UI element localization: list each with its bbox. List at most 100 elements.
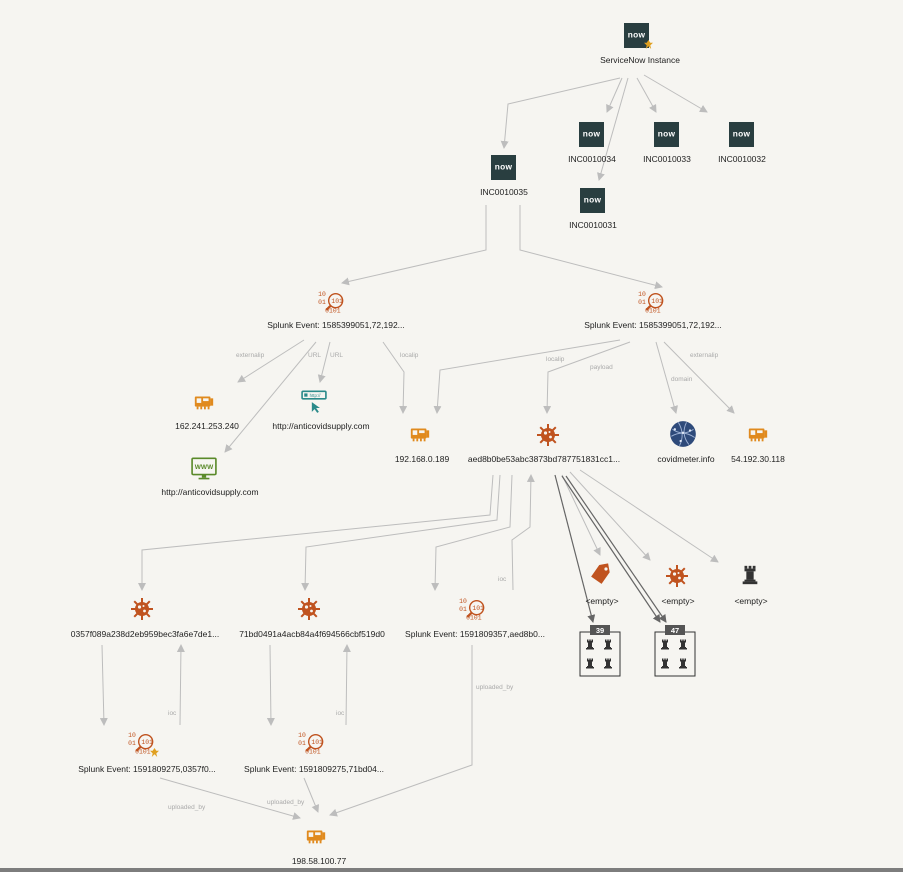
url-icon <box>301 390 327 414</box>
edge-label: externalip <box>236 352 265 359</box>
node-label: Splunk Event: 1591809357,aed8b0... <box>405 629 545 639</box>
node-group-47[interactable]: 47 <box>654 625 696 677</box>
edge-label: URL <box>308 352 321 359</box>
node-label: Splunk Event: 1585399051,72,192... <box>267 320 405 330</box>
node-url-anticovid[interactable]: http://anticovidsupply.com <box>272 390 370 431</box>
edge-splunk0357-hash0357 <box>176 644 185 726</box>
node-inc0010032[interactable]: INC0010032 <box>718 122 766 164</box>
edge-splunk-right-ip192 <box>433 339 621 414</box>
node-label: 54.192.30.118 <box>731 454 785 464</box>
count-badge <box>590 625 610 635</box>
node-group-39[interactable]: 39 <box>579 625 621 677</box>
node-inc0010031[interactable]: INC0010031 <box>569 188 617 230</box>
servicenow-logo-icon <box>579 122 604 147</box>
node-label: 192.168.0.189 <box>395 454 450 464</box>
node-hash-0357[interactable]: 0357f089a238d2eb959bec3fa6e7de1... <box>71 598 219 639</box>
edges <box>99 74 735 820</box>
node-label: http://anticovidsupply.com <box>272 421 369 431</box>
edge-splunk-left-url <box>317 341 331 383</box>
node-ip-54[interactable]: 54.192.30.118 <box>731 428 785 465</box>
node-empty-malware[interactable]: <empty> <box>661 565 695 606</box>
node-label: covidmeter.info <box>657 454 714 464</box>
node-splunk-event-1591809275-71bd[interactable]: Splunk Event: 1591809275,71bd04... <box>244 730 384 774</box>
node-empty-rook[interactable]: <empty> <box>734 565 768 606</box>
group-box <box>579 631 621 677</box>
edge-label: localip <box>546 356 565 363</box>
node-label: INC0010033 <box>643 154 691 164</box>
edge-label: URL <box>330 352 343 359</box>
edge-inc35-splunk-right <box>519 205 663 290</box>
servicenow-logo-icon <box>729 122 754 147</box>
edge-instance-inc31 <box>597 77 629 181</box>
node-servicenow-instance[interactable]: ServiceNow Instance <box>600 23 680 65</box>
node-ip-192[interactable]: 192.168.0.189 <box>395 428 450 465</box>
servicenow-logo-icon <box>624 23 649 48</box>
splunk-event-icon <box>297 730 325 757</box>
edge-splunk71bd-hash71bd <box>342 644 351 726</box>
node-www-anticovid[interactable]: http://anticovidsupply.com <box>161 457 259 497</box>
node-empty-tag[interactable]: <empty> <box>585 563 619 606</box>
servicenow-logo-icon <box>580 188 605 213</box>
pin-icon <box>150 748 159 757</box>
node-domain-covidmeter[interactable]: covidmeter.info <box>657 420 715 464</box>
node-label: 71bd0491a4acb84a4f694566cbf519d0 <box>239 629 385 639</box>
edge-label: uploaded_by <box>267 799 305 806</box>
edge-splunk159-hash <box>511 474 535 591</box>
node-inc0010034[interactable]: INC0010034 <box>568 122 616 164</box>
node-label: Splunk Event: 1591809275,71bd04... <box>244 764 384 774</box>
ip-address-icon <box>194 396 214 410</box>
node-inc0010033[interactable]: INC0010033 <box>643 122 691 164</box>
edge-hash-group47a <box>561 475 661 623</box>
edge-instance-inc35 <box>500 77 621 149</box>
node-label: aed8b0be53abc3873bd787751831cc1... <box>468 454 620 464</box>
node-label: http://anticovidsupply.com <box>161 487 258 497</box>
domain-globe-icon <box>669 420 697 448</box>
node-label: <empty> <box>734 596 767 606</box>
edge-hash-group39 <box>554 474 596 623</box>
edge-label: ioc <box>336 710 345 717</box>
edge-inc35-splunk-left <box>341 205 487 286</box>
node-label: Splunk Event: 1591809275,0357f0... <box>78 764 216 774</box>
edge-splunk-left-ip192 <box>382 341 408 414</box>
edge-splunk-right-ip54 <box>663 341 735 414</box>
node-label: <empty> <box>661 596 694 606</box>
edge-splunk71bd-ip198 <box>303 777 320 813</box>
edge-hash-group47b <box>565 475 667 623</box>
edge-hash-empty-malware <box>569 471 651 561</box>
edge-hash-rook <box>579 469 719 563</box>
rook-icon <box>742 565 758 585</box>
edge-label: uploaded_by <box>168 804 206 811</box>
malware-hash-icon <box>131 598 153 620</box>
node-splunk-event-1591809275-0357[interactable]: Splunk Event: 1591809275,0357f0... <box>78 730 216 774</box>
edge-splunk159-ip198 <box>329 645 473 817</box>
edge-label: domain <box>671 376 693 383</box>
node-ip-198[interactable]: 198.58.100.77 <box>292 830 347 867</box>
edge-instance-inc34 <box>606 77 623 113</box>
count-badge-text: 39 <box>596 626 604 635</box>
edge-label: localip <box>400 352 419 359</box>
node-inc0010035[interactable]: INC0010035 <box>480 155 528 197</box>
www-icon <box>191 457 217 481</box>
node-splunk-event-right[interactable]: Splunk Event: 1585399051,72,192... <box>584 289 722 330</box>
node-splunk-event-left[interactable]: Splunk Event: 1585399051,72,192... <box>267 289 405 330</box>
count-badge <box>665 625 685 635</box>
malware-hash-icon <box>666 565 688 587</box>
node-label: INC0010032 <box>718 154 766 164</box>
edge-label: ioc <box>168 710 177 717</box>
splunk-event-icon <box>637 289 665 316</box>
node-label: INC0010035 <box>480 187 528 197</box>
edge-splunk-left-www <box>224 341 317 453</box>
bottom-scrollbar[interactable] <box>0 868 903 872</box>
edge-hash0357-splunk0357 <box>99 644 108 726</box>
node-ip-162[interactable]: 162.241.253.240 <box>175 396 239 432</box>
edge-hash-tag <box>561 474 601 556</box>
count-badge-text: 47 <box>671 626 679 635</box>
node-splunk-event-1591809357[interactable]: Splunk Event: 1591809357,aed8b0... <box>405 596 545 639</box>
node-hash-71bd[interactable]: 71bd0491a4acb84a4f694566cbf519d0 <box>239 598 385 639</box>
edge-hash71bd-splunk71bd <box>266 644 275 726</box>
edge-label: uploaded_by <box>476 684 514 691</box>
malware-hash-icon <box>298 598 320 620</box>
node-hash-aed8b0[interactable]: aed8b0be53abc3873bd787751831cc1... <box>468 424 620 464</box>
edge-hash-hash0357 <box>138 474 494 591</box>
